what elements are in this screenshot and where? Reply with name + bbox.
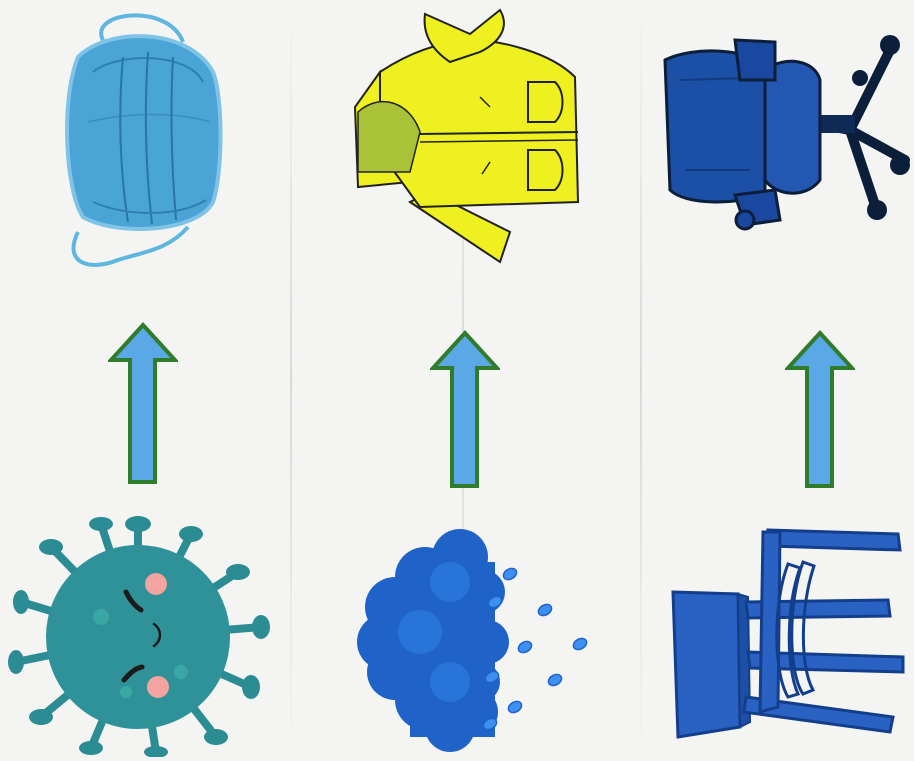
up-arrow-icon [785, 330, 855, 490]
rain-cloud-icon [355, 522, 605, 757]
office-chair-icon [655, 20, 910, 245]
fold-line [640, 0, 642, 761]
fold-line [290, 0, 292, 761]
raincoat-icon [350, 2, 590, 272]
up-arrow-icon [108, 322, 178, 487]
medical-mask-icon [48, 2, 238, 272]
wooden-chair-icon [668, 522, 908, 747]
up-arrow-icon [430, 330, 500, 490]
virus-icon [6, 512, 271, 757]
